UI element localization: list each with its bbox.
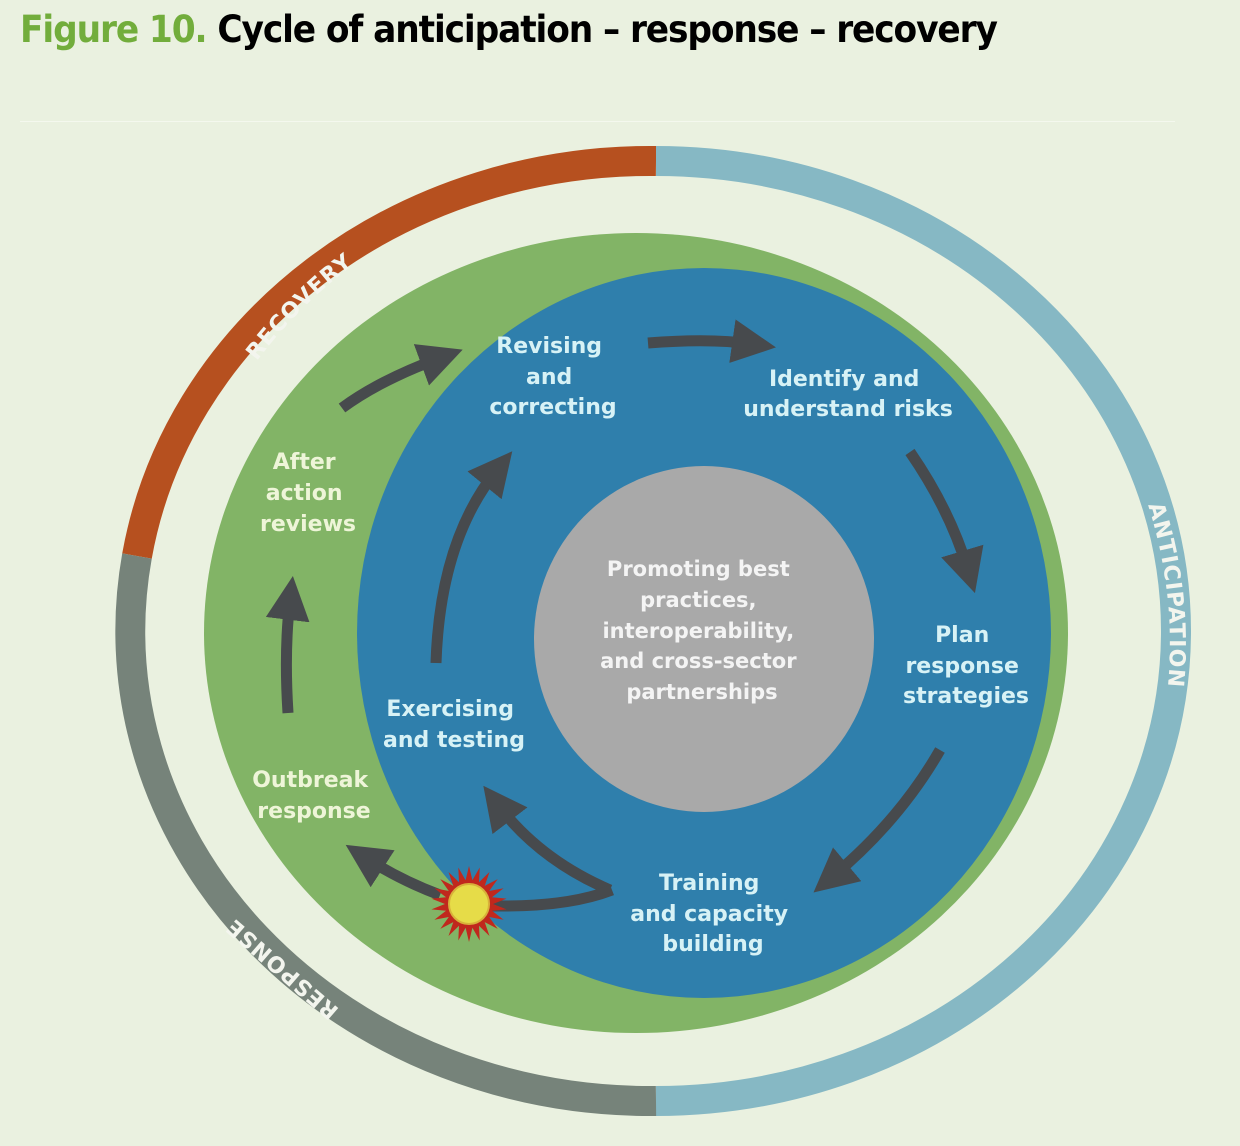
ring-segment-recovery: [122, 145, 657, 559]
label-outbreak-response: Outbreak response: [252, 768, 376, 824]
outbreak-starburst-icon: [431, 866, 507, 942]
arrow-outbreak-to-after-action: [265, 575, 310, 714]
label-exercising-and-testing: Exercising and testing: [383, 697, 525, 753]
label-training-and-capacity-building: Training and capacity building: [630, 871, 796, 957]
figure-title: Figure 10. Cycle of anticipation – respo…: [20, 8, 998, 51]
label-after-action-reviews: After action reviews: [260, 450, 356, 537]
arrow-after-action-to-revising: [338, 344, 463, 413]
label-center-promoting-best-practices: Promoting best practices, interoperabili…: [600, 557, 804, 704]
arrow-plan-to-training: [813, 747, 945, 893]
ring-label-response: RESPONSE: [222, 913, 344, 1024]
figure-caption: Cycle of anticipation – response – recov…: [217, 8, 998, 51]
arrow-identify-to-plan: [905, 448, 984, 594]
divider: [20, 121, 1175, 122]
label-plan-response-strategies: Plan response strategies: [903, 623, 1029, 709]
arrow-training-to-exercising: [483, 785, 613, 896]
arrow-exercising-to-revising: [430, 451, 513, 664]
ring-segment-response: [115, 553, 657, 1117]
label-revising-and-correcting: Revising and correcting: [489, 334, 616, 420]
arrow-revising-to-identify: [647, 319, 776, 363]
outer-ring: [115, 145, 1191, 1117]
arrow-event-to-outbreak: [345, 844, 442, 901]
label-identify-and-understand-risks: Identify and understand risks: [743, 367, 953, 422]
ring-segment-anticipation: [655, 146, 1191, 1116]
center-circle: [534, 466, 874, 812]
ring-label-anticipation: ANTICIPATION: [1142, 499, 1189, 688]
figure-number: Figure 10.: [20, 8, 208, 51]
